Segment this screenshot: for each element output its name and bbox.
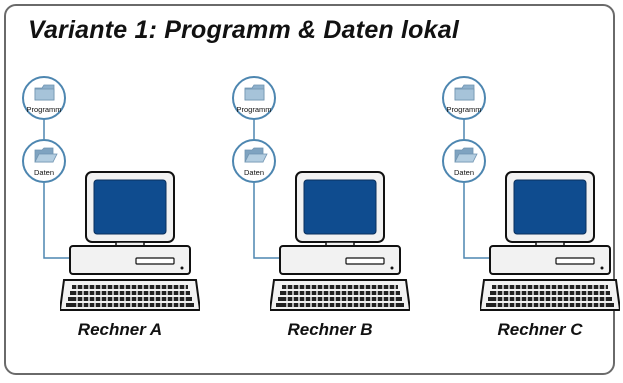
open-folder-icon <box>454 147 478 163</box>
data-label: Daten <box>33 168 54 177</box>
data-circle: Daten <box>22 139 66 183</box>
desktop-computer-icon <box>270 171 410 311</box>
open-folder-icon <box>34 147 58 163</box>
program-circle: Programm <box>232 76 276 120</box>
program-circle: Programm <box>22 76 66 120</box>
desktop-computer-icon <box>480 171 620 311</box>
program-label: Programm <box>446 105 482 114</box>
data-label: Daten <box>243 168 264 177</box>
diagram-title: Variante 1: Programm & Daten lokal <box>28 16 460 44</box>
station-a: Programm Daten Rechner A <box>20 0 220 383</box>
folder-icon <box>34 84 55 101</box>
folder-icon <box>244 84 265 101</box>
data-circle: Daten <box>442 139 486 183</box>
program-label: Programm <box>236 105 272 114</box>
folder-icon <box>454 84 475 101</box>
computer-caption: Rechner B <box>287 320 373 339</box>
data-label: Daten <box>453 168 474 177</box>
program-circle: Programm <box>442 76 486 120</box>
desktop-computer-icon <box>60 171 200 311</box>
station-c: Programm Daten Rechner C <box>440 0 623 383</box>
computer-caption: Rechner A <box>77 320 163 339</box>
station-b: Programm Daten Rechner B <box>230 0 430 383</box>
open-folder-icon <box>244 147 268 163</box>
program-label: Programm <box>26 105 62 114</box>
data-circle: Daten <box>232 139 276 183</box>
computer-caption: Rechner C <box>497 320 583 339</box>
